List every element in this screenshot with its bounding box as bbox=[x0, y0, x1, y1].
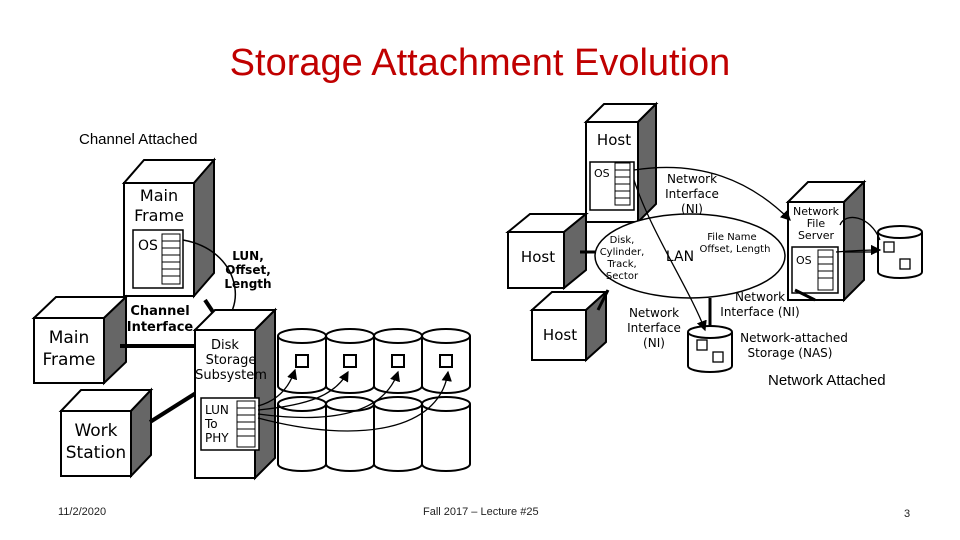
nfs-label-2: File bbox=[807, 217, 826, 230]
host-top-box: Host OS bbox=[583, 101, 659, 225]
mainframe-left-label-1: Main bbox=[49, 328, 90, 348]
host-bottom-label: Host bbox=[543, 326, 577, 344]
nfs-os-stack bbox=[817, 249, 834, 291]
ni-bottom-label-1: Network bbox=[629, 306, 679, 320]
host-bottom-box: Host bbox=[529, 289, 609, 363]
disk-subsystem-label-2: Storage bbox=[206, 353, 257, 368]
channel-interface-label-1: Channel bbox=[130, 304, 189, 319]
ni-top-label-1: Network bbox=[667, 172, 717, 186]
nas-label-2: Storage (NAS) bbox=[748, 346, 833, 360]
os-label-left: OS bbox=[138, 238, 158, 254]
disk-cylinder-bottom-3 bbox=[373, 396, 423, 472]
disk-cylinder-top-4 bbox=[421, 328, 471, 394]
disk-note-4: Sector bbox=[606, 271, 639, 282]
disk-note-2: Cylinder, bbox=[600, 247, 645, 258]
mainframe-top-label-1: Main bbox=[140, 186, 178, 205]
workstation-label-2: Station bbox=[66, 443, 126, 463]
lun-phy-label-3: PHY bbox=[205, 431, 229, 445]
lun-phy-label-2: To bbox=[204, 417, 218, 431]
nfs-label-3: Server bbox=[798, 229, 835, 242]
lun-note-3: Length bbox=[224, 277, 271, 291]
host-top-label: Host bbox=[597, 131, 631, 149]
ni-server-label-2: Interface (NI) bbox=[720, 305, 799, 319]
host-mid-box: Host bbox=[505, 211, 589, 291]
disk-subsystem-box: Disk Storage Subsystem LUN To PHY bbox=[192, 307, 278, 481]
nas-label-1: Network-attached bbox=[740, 331, 848, 345]
nas-disk-cylinder bbox=[687, 325, 733, 373]
os-stack-left bbox=[161, 233, 181, 285]
mainframe-top-box: Main Frame OS bbox=[121, 157, 217, 299]
disk-cylinder-bottom-1 bbox=[277, 396, 327, 472]
disk-note-1: Disk, bbox=[610, 235, 635, 246]
footer-course: Fall 2017 – Lecture #25 bbox=[423, 506, 539, 518]
mainframe-left-box: Main Frame bbox=[31, 294, 129, 386]
nfs-box: Network File Server OS bbox=[785, 179, 867, 303]
workstation-label-1: Work bbox=[74, 421, 117, 441]
host-os-stack bbox=[614, 162, 631, 206]
host-os-label: OS bbox=[594, 167, 610, 180]
network-attached-diagram: Host OS Network Interface (NI) Host LAN … bbox=[505, 101, 923, 373]
file-note-2: Offset, Length bbox=[700, 244, 771, 255]
ni-bottom-label-2: Interface bbox=[627, 321, 681, 335]
disk-cylinder-bottom-4 bbox=[421, 396, 471, 472]
ni-bottom-label-3: (NI) bbox=[643, 336, 665, 350]
nfs-label-1: Network bbox=[793, 205, 840, 218]
mainframe-left-label-2: Frame bbox=[43, 350, 96, 370]
disk-cylinder-bottom-2 bbox=[325, 396, 375, 472]
lan-label: LAN bbox=[666, 249, 694, 265]
footer-date: 11/2/2020 bbox=[58, 506, 107, 518]
ni-top-label-3: (NI) bbox=[681, 202, 703, 216]
network-arrows bbox=[633, 166, 882, 332]
mainframe-top-label-2: Frame bbox=[134, 206, 184, 225]
channel-interface-label-2: Interface bbox=[127, 320, 194, 335]
page-number: 3 bbox=[904, 508, 911, 520]
disk-cylinder-top-1 bbox=[277, 328, 327, 394]
lun-stack bbox=[236, 400, 256, 448]
file-note-1: File Name bbox=[707, 232, 756, 243]
slide-title: Storage Attachment Evolution bbox=[229, 42, 731, 84]
nfs-disk-cylinder bbox=[877, 225, 923, 279]
lun-note-2: Offset, bbox=[225, 263, 271, 277]
lun-note-1: LUN, bbox=[232, 249, 264, 263]
channel-attached-diagram: Main Frame OS LUN, Offset, Length Main F… bbox=[31, 157, 471, 481]
host-mid-label: Host bbox=[521, 248, 555, 266]
lun-arrows bbox=[257, 368, 452, 432]
nfs-os-label: OS bbox=[796, 254, 812, 267]
disk-array bbox=[277, 328, 471, 472]
disk-cylinder-top-3 bbox=[373, 328, 423, 394]
lun-phy-label-1: LUN bbox=[205, 403, 229, 417]
workstation-box: Work Station bbox=[58, 387, 154, 479]
ni-server-label-1: Network bbox=[735, 290, 785, 304]
disk-note-3: Track, bbox=[606, 259, 636, 270]
disk-subsystem-label-1: Disk bbox=[211, 338, 239, 353]
disk-subsystem-label-3: Subsystem bbox=[195, 368, 267, 383]
network-attached-label: Network Attached bbox=[768, 372, 886, 389]
channel-attached-label: Channel Attached bbox=[79, 131, 198, 148]
ni-top-label-2: Interface bbox=[665, 187, 719, 201]
disk-cylinder-top-2 bbox=[325, 328, 375, 394]
